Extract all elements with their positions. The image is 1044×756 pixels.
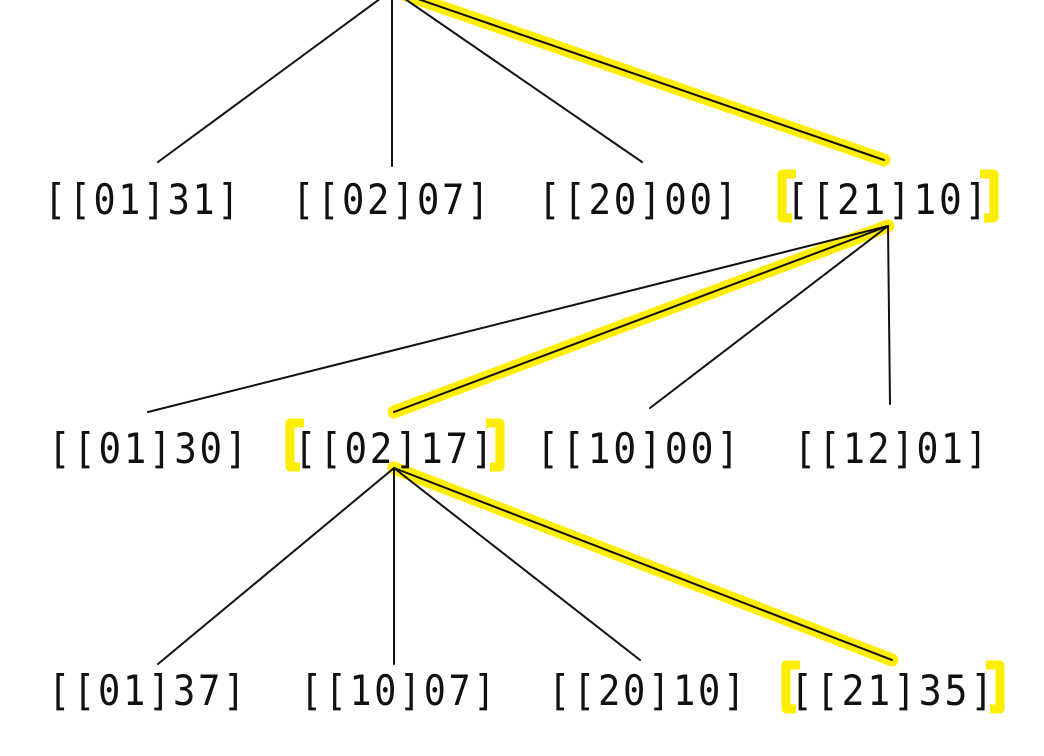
- tree-edge: [649, 225, 889, 409]
- highlight-bracket-left: [777, 169, 796, 223]
- highlighted-path: [387, 0, 899, 667]
- highlight-bracket-right: [980, 169, 999, 223]
- highlight-brackets: [285, 169, 1005, 714]
- tree-edge: [393, 467, 641, 661]
- tree-node: [[10]00]: [536, 424, 742, 473]
- highlight-bracket-right: [986, 660, 1005, 714]
- highlighted-edge: [401, 0, 891, 167]
- tree-node: [[02]07]: [292, 175, 492, 224]
- tree-node: [[01]37]: [48, 666, 248, 715]
- tree-node-highlighted: [[21]35]: [790, 666, 996, 715]
- tree-node: [[10]07]: [300, 666, 498, 715]
- tree-edge: [393, 225, 889, 413]
- highlight-bracket-left: [781, 660, 800, 714]
- highlight-bracket-left: [285, 418, 304, 472]
- tree-edge: [157, 467, 395, 665]
- tree-edge: [157, 0, 381, 163]
- tree-node: [[20]10]: [548, 666, 748, 715]
- tree-edge: [147, 225, 889, 413]
- tree-edge: [404, 0, 643, 163]
- tree-node-highlighted: [[21]10]: [786, 175, 990, 224]
- tree-level-1: [[01]31] [[02]07] [[20]00] [[21]10]: [44, 175, 990, 224]
- highlight-bracket-right: [486, 418, 505, 472]
- tree-node-highlighted: [[02]17]: [294, 424, 496, 473]
- tree-edges: [147, 0, 893, 665]
- tree-node: [[12]01]: [794, 424, 990, 473]
- tree-edge: [417, 0, 885, 161]
- tree-level-3: [[01]37] [[10]07] [[20]10] [[21]35]: [48, 666, 996, 715]
- tree-edge: [887, 225, 891, 405]
- tree-node: [[01]30]: [48, 424, 250, 473]
- tree-node: [[01]31]: [44, 175, 242, 224]
- tree-edge: [393, 467, 893, 661]
- tree-node: [[20]00]: [538, 175, 740, 224]
- tree-level-2: [[01]30] [[02]17] [[10]00] [[12]01]: [48, 424, 990, 473]
